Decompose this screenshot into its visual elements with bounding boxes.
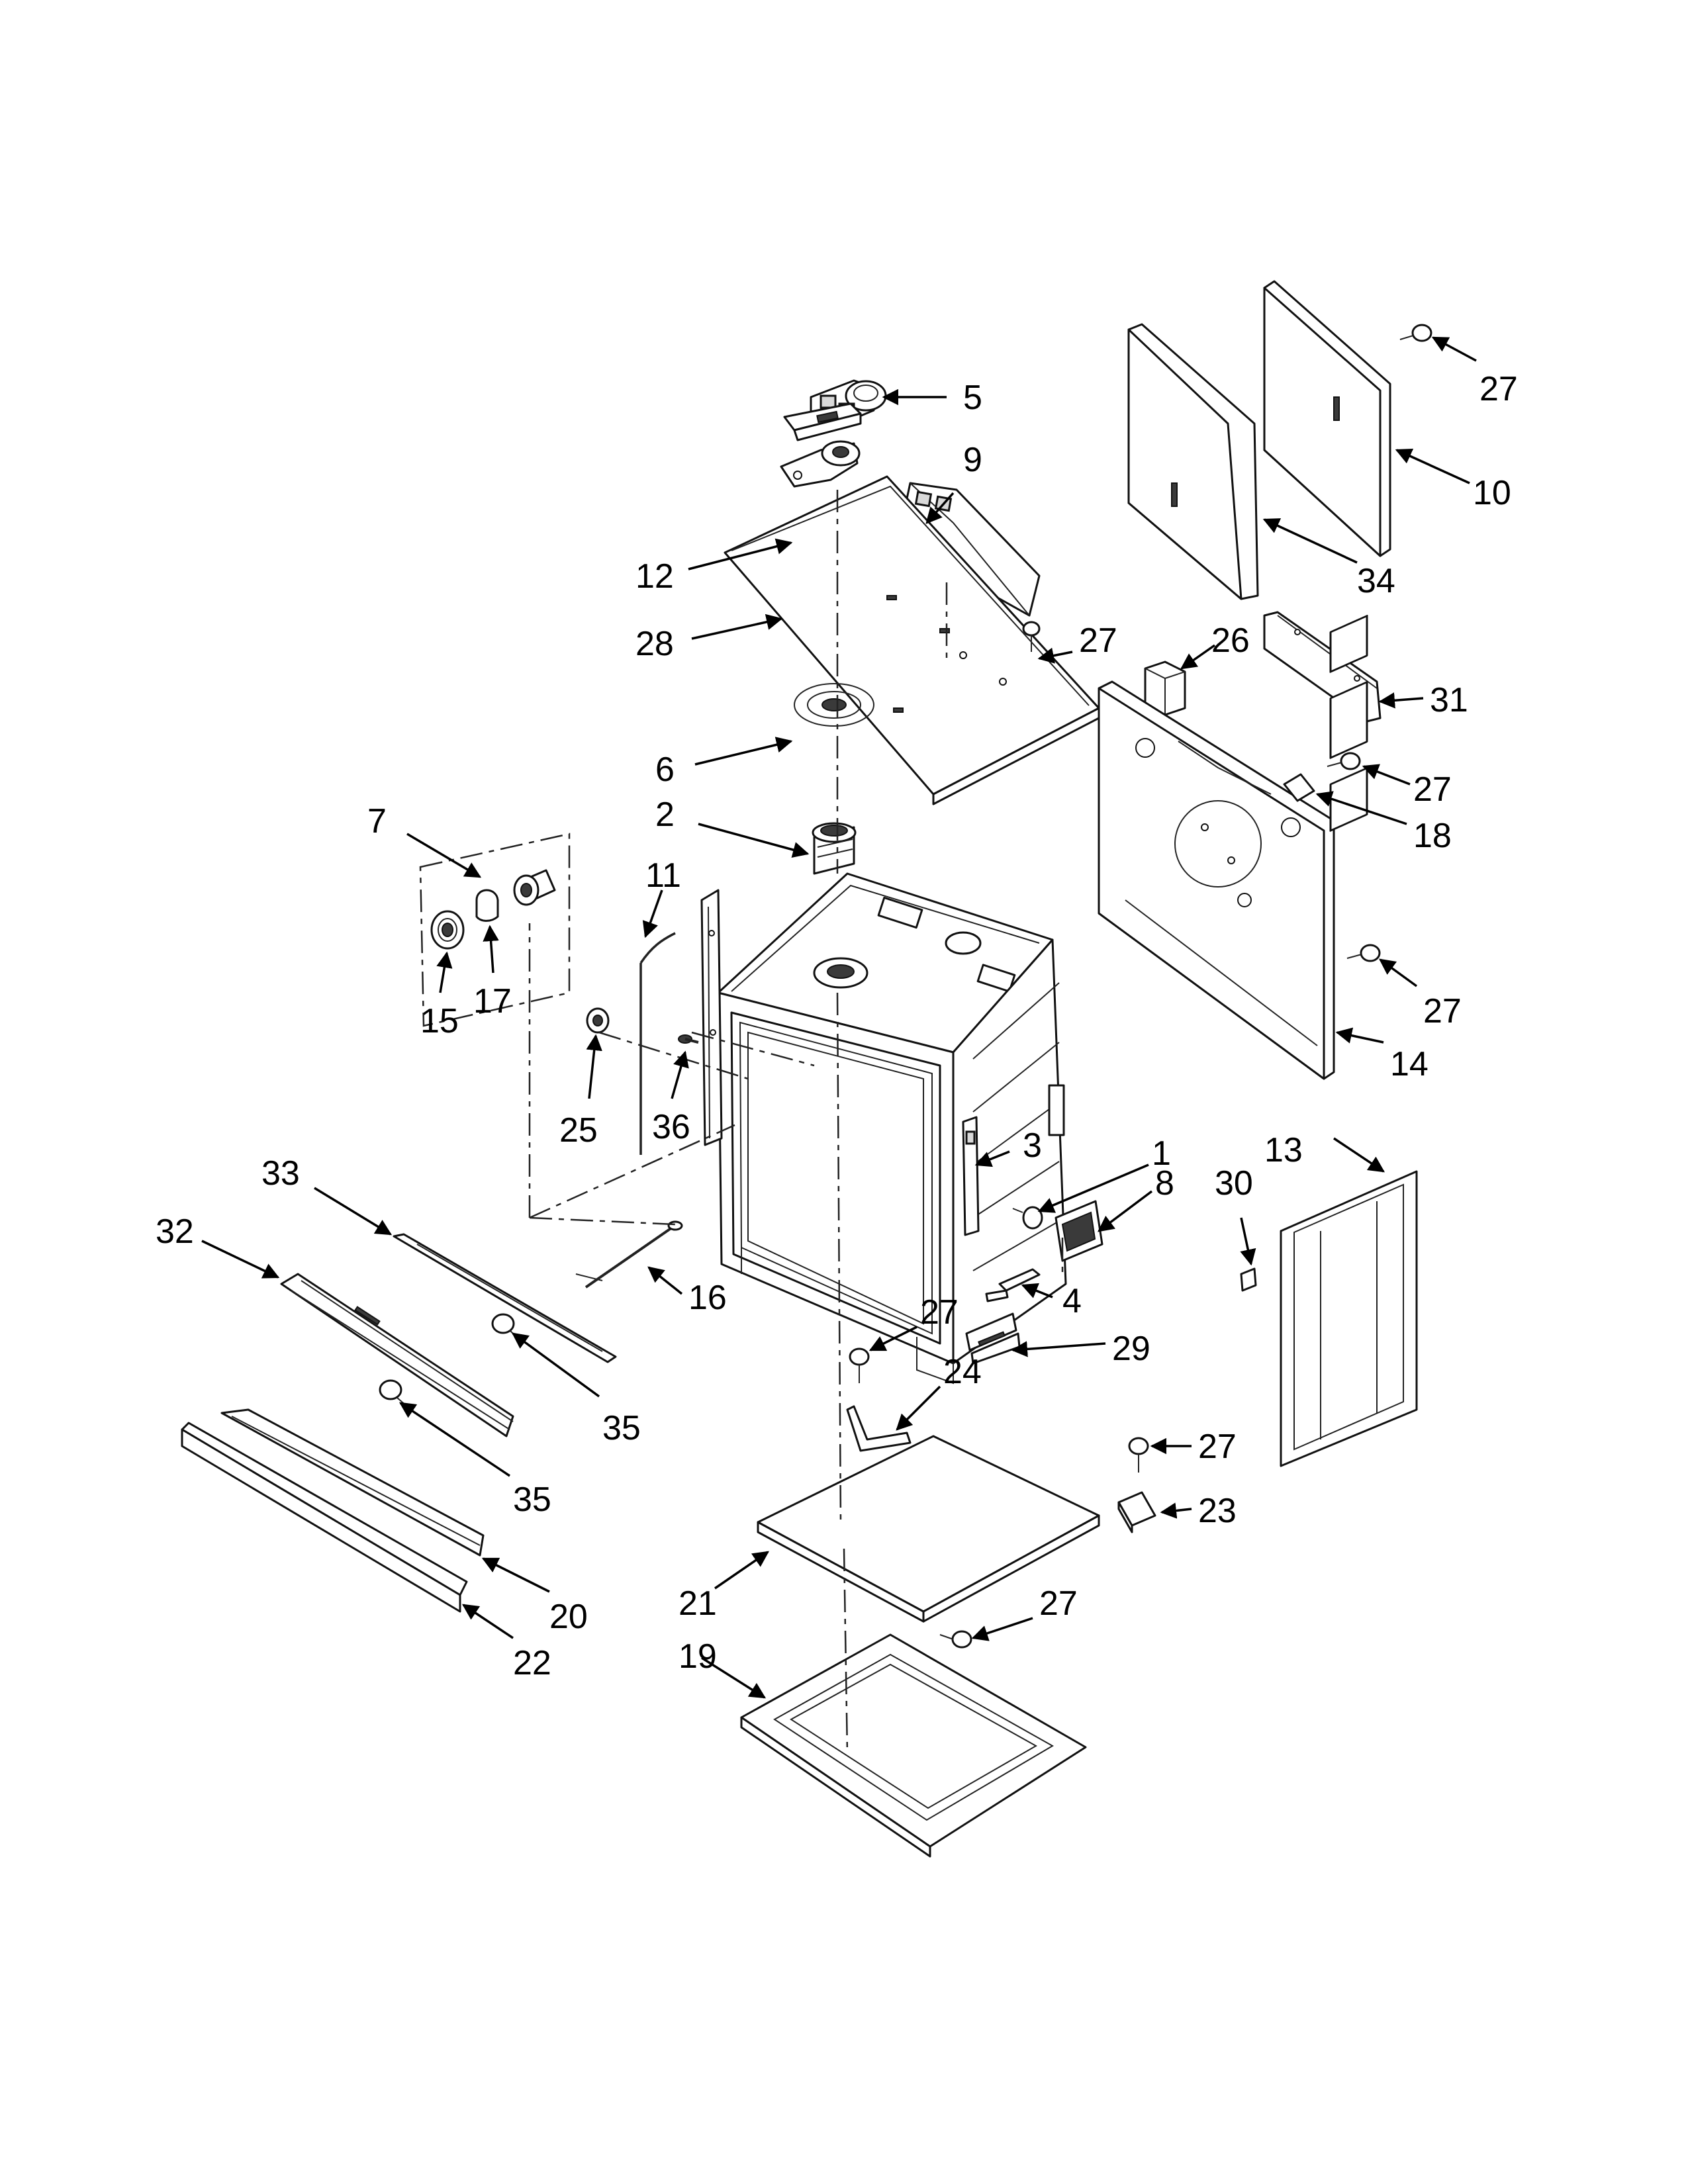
part-25-plug (586, 1007, 610, 1034)
part-2-blower-collar (812, 822, 857, 875)
part-24-bracket (846, 1405, 912, 1452)
part-32-rail-channel (280, 1273, 514, 1437)
assembly-lines (419, 490, 1064, 1754)
part-8-vent-grille (1055, 1200, 1103, 1262)
callout-26: 26 (1211, 621, 1250, 660)
callout-labels: 5 9 12 28 27 6 2 7 11 15 17 25 36 3 1 8 … (156, 370, 1518, 1682)
callout-27: 27 (1413, 770, 1452, 809)
callout-13: 13 (1264, 1131, 1303, 1169)
callout-17: 17 (473, 982, 512, 1021)
callout-36: 36 (652, 1108, 690, 1146)
callout-35: 35 (513, 1480, 551, 1519)
part-28-mounting-bracket (780, 440, 861, 488)
part-3-hinge-receptacle (962, 1116, 980, 1236)
oven-cavity (717, 872, 1067, 1385)
callout-33: 33 (261, 1154, 300, 1193)
part-33-rail (393, 1233, 617, 1363)
part-23-bracket (1117, 1491, 1156, 1533)
part-21-bottom-panel (757, 1435, 1100, 1623)
part-27-screw-bottom (1128, 1437, 1149, 1473)
callout-35: 35 (602, 1409, 641, 1447)
part-12-bracket (783, 402, 862, 441)
callout-27: 27 (1479, 370, 1518, 408)
callout-leaders (201, 336, 1477, 1699)
callout-32: 32 (156, 1212, 194, 1251)
callout-4: 4 (1062, 1282, 1082, 1320)
callout-12: 12 (635, 557, 674, 596)
callout-31: 31 (1430, 681, 1468, 719)
part-27-screw-topright (1399, 324, 1432, 342)
part-22-kick-panel (181, 1422, 468, 1613)
part-14-back-panel (1098, 680, 1335, 1080)
callout-2: 2 (655, 796, 675, 834)
part-4-bracket (985, 1268, 1041, 1302)
callout-3: 3 (1023, 1126, 1042, 1165)
part-35-screw-b (379, 1379, 408, 1407)
callout-8: 8 (1155, 1164, 1174, 1203)
part-34-rear-panel (1127, 323, 1259, 600)
part-19-base-pan (740, 1633, 1087, 1858)
part-29-hinge-block (965, 1312, 1021, 1365)
part-16-sensor (575, 1220, 683, 1289)
callout-27: 27 (1079, 621, 1117, 660)
callout-22: 22 (513, 1644, 551, 1682)
callout-27: 27 (1198, 1428, 1237, 1466)
part-27-screw-right-b (1346, 944, 1381, 962)
part-13-side-panel (1280, 614, 1418, 1467)
callout-15: 15 (420, 1002, 459, 1040)
part-27-screw-lower (939, 1630, 972, 1649)
callout-27: 27 (920, 1293, 959, 1332)
part-18-clip (1283, 773, 1315, 802)
callout-25: 25 (559, 1111, 598, 1150)
part-1-screw (1012, 1206, 1043, 1230)
callout-28: 28 (635, 625, 674, 663)
front-frame-left (700, 889, 723, 1146)
part-27-screw-right-a (1327, 752, 1361, 770)
callout-21: 21 (679, 1584, 717, 1623)
callout-7: 7 (367, 802, 387, 841)
part-10-rear-shield (1263, 280, 1391, 557)
part-7-light-assembly (430, 869, 556, 950)
callout-20: 20 (549, 1598, 588, 1636)
callout-14: 14 (1390, 1045, 1429, 1083)
part-27-screw-top (1022, 621, 1041, 652)
callout-24: 24 (943, 1353, 982, 1391)
part-36-screw (678, 1034, 699, 1044)
callout-19: 19 (679, 1637, 717, 1676)
callout-23: 23 (1198, 1492, 1237, 1530)
callout-29: 29 (1112, 1330, 1150, 1368)
callout-11: 11 (645, 856, 681, 895)
part-11-door-gasket (639, 932, 676, 1155)
part-30-clip (1240, 1267, 1257, 1292)
callout-30: 30 (1215, 1164, 1253, 1203)
callout-27: 27 (1423, 992, 1462, 1030)
callout-1: 1 (1152, 1134, 1171, 1173)
callout-9: 9 (963, 441, 982, 479)
callout-5: 5 (963, 379, 982, 417)
callout-27: 27 (1039, 1584, 1078, 1623)
callout-16: 16 (688, 1279, 727, 1317)
part-6-top-panel (724, 475, 1100, 805)
callout-18: 18 (1413, 817, 1452, 855)
part-20-trim (220, 1408, 485, 1557)
part-27-screw-mid (849, 1347, 870, 1383)
callout-6: 6 (655, 751, 675, 789)
callout-10: 10 (1473, 474, 1511, 512)
callout-34: 34 (1357, 562, 1395, 600)
